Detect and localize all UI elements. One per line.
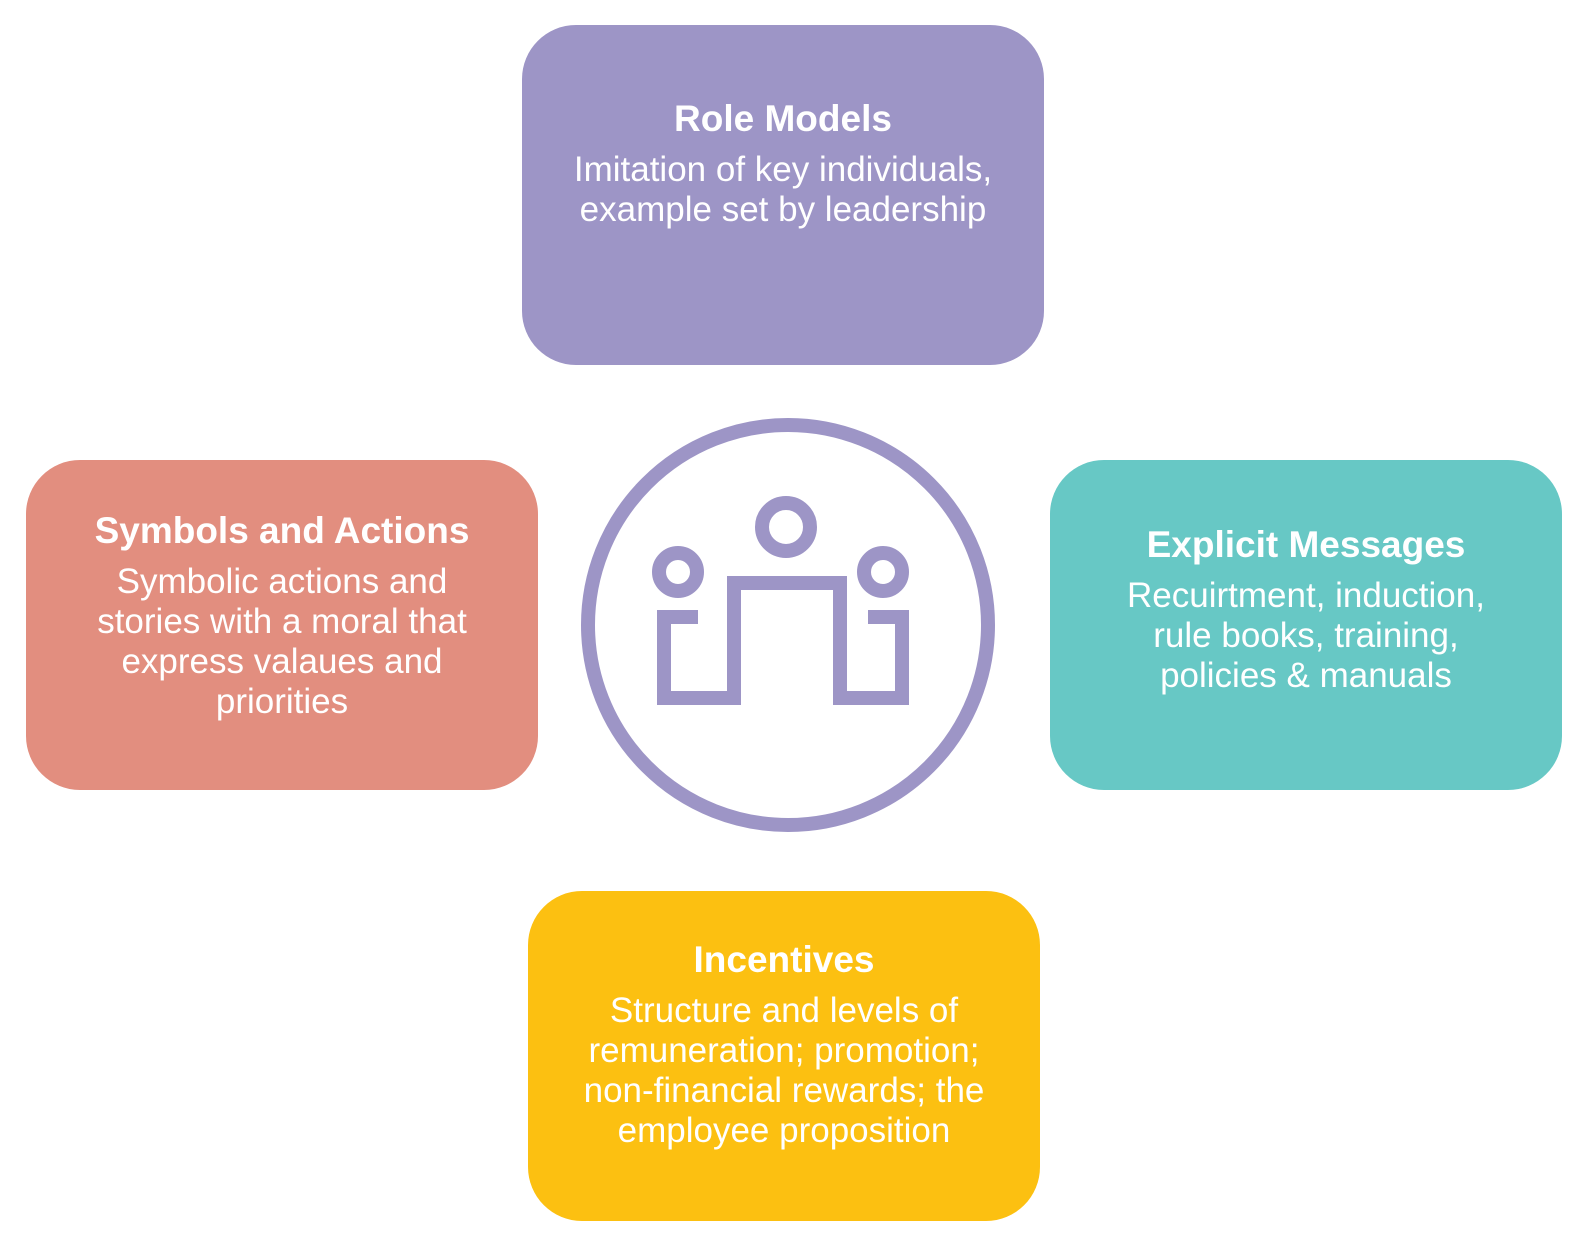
symbols-and-actions-box: Symbols and Actions Symbolic actions and… <box>26 460 538 790</box>
symbols-and-actions-title: Symbols and Actions <box>94 509 470 551</box>
explicit-messages-title: Explicit Messages <box>1146 523 1466 565</box>
explicit-messages-box: Explicit Messages Recuirtment, induction… <box>1050 460 1562 790</box>
people-group-icon <box>581 418 995 832</box>
icon-bodies <box>657 576 909 705</box>
incentives-title: Incentives <box>693 938 875 980</box>
incentives-box: Incentives Structure and levels of remun… <box>528 891 1040 1221</box>
role-models-title: Role Models <box>674 97 892 139</box>
incentives-description: Structure and levels of remuneration; pr… <box>583 991 985 1151</box>
icon-head-right <box>857 546 909 598</box>
role-models-description: Imitation of key individuals, example se… <box>573 150 993 230</box>
symbols-and-actions-description: Symbolic actions and stories with a mora… <box>97 562 467 722</box>
icon-head-center <box>755 496 817 558</box>
explicit-messages-description: Recuirtment, induction, rule books, trai… <box>1127 576 1485 696</box>
role-models-box: Role Models Imitation of key individuals… <box>522 25 1044 365</box>
icon-outer-circle <box>581 418 995 832</box>
icon-head-left <box>652 546 704 598</box>
